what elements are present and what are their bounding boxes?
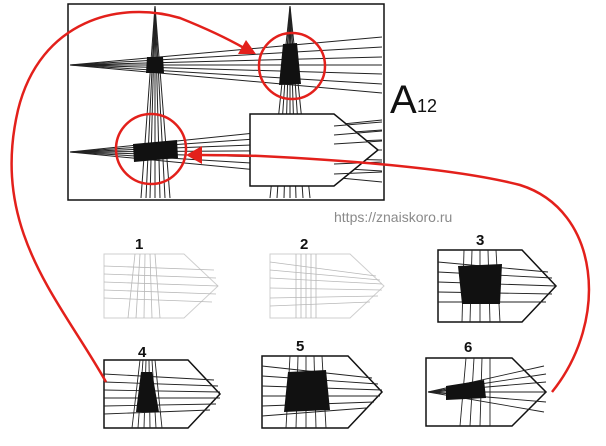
- intersection-top-left: [146, 57, 164, 73]
- option-number: 1: [135, 236, 143, 253]
- arrow-right-loop: [186, 146, 591, 393]
- option-number: 3: [476, 232, 484, 249]
- option-number: 6: [464, 339, 472, 356]
- option-fill-shape: [284, 370, 330, 412]
- puzzle-label-sub: 12: [417, 96, 437, 116]
- fan-vertical-top-left: [140, 5, 171, 199]
- arrowhead-bottom-left: [186, 146, 202, 164]
- arrow-left-loop-path: [10, 10, 245, 383]
- option-faint-lines: [103, 253, 219, 319]
- fan-horizontal-top: [69, 36, 383, 94]
- puzzle-label-main: A: [390, 78, 417, 122]
- option-tag-outline: [269, 253, 385, 319]
- option-4[interactable]: 4: [103, 344, 222, 429]
- option-3[interactable]: 3: [437, 232, 558, 323]
- option-fill-shape: [458, 264, 502, 304]
- option-faint-lines: [269, 254, 383, 318]
- pentagon-tag: [249, 113, 380, 187]
- option-number: 2: [300, 236, 308, 253]
- option-fill-shape: [446, 380, 486, 400]
- fan-horizontal-bottom-over-tag: [333, 121, 383, 175]
- intersection-bottom-left: [133, 140, 178, 162]
- highlight-circle-top-right: [257, 31, 327, 101]
- option-6[interactable]: 6: [425, 339, 548, 427]
- option-number: 4: [138, 344, 147, 361]
- arrow-right-loop-path: [197, 153, 591, 393]
- option-5[interactable]: 5: [261, 338, 384, 429]
- option-tag-outline: [103, 253, 219, 319]
- highlight-circle-bottom-left: [114, 112, 188, 186]
- arrow-left-loop: [10, 10, 256, 383]
- option-2[interactable]: 2: [269, 236, 385, 319]
- watermark-url: https://znaiskoro.ru: [334, 209, 452, 225]
- arrowhead-top-right: [238, 40, 256, 54]
- intersection-top-right: [279, 43, 301, 85]
- option-1[interactable]: 1: [103, 236, 219, 319]
- option-fill-shape: [136, 372, 159, 412]
- option-tag-outline: [103, 359, 222, 429]
- puzzle-frame: [67, 3, 385, 201]
- option-number: 5: [296, 338, 304, 355]
